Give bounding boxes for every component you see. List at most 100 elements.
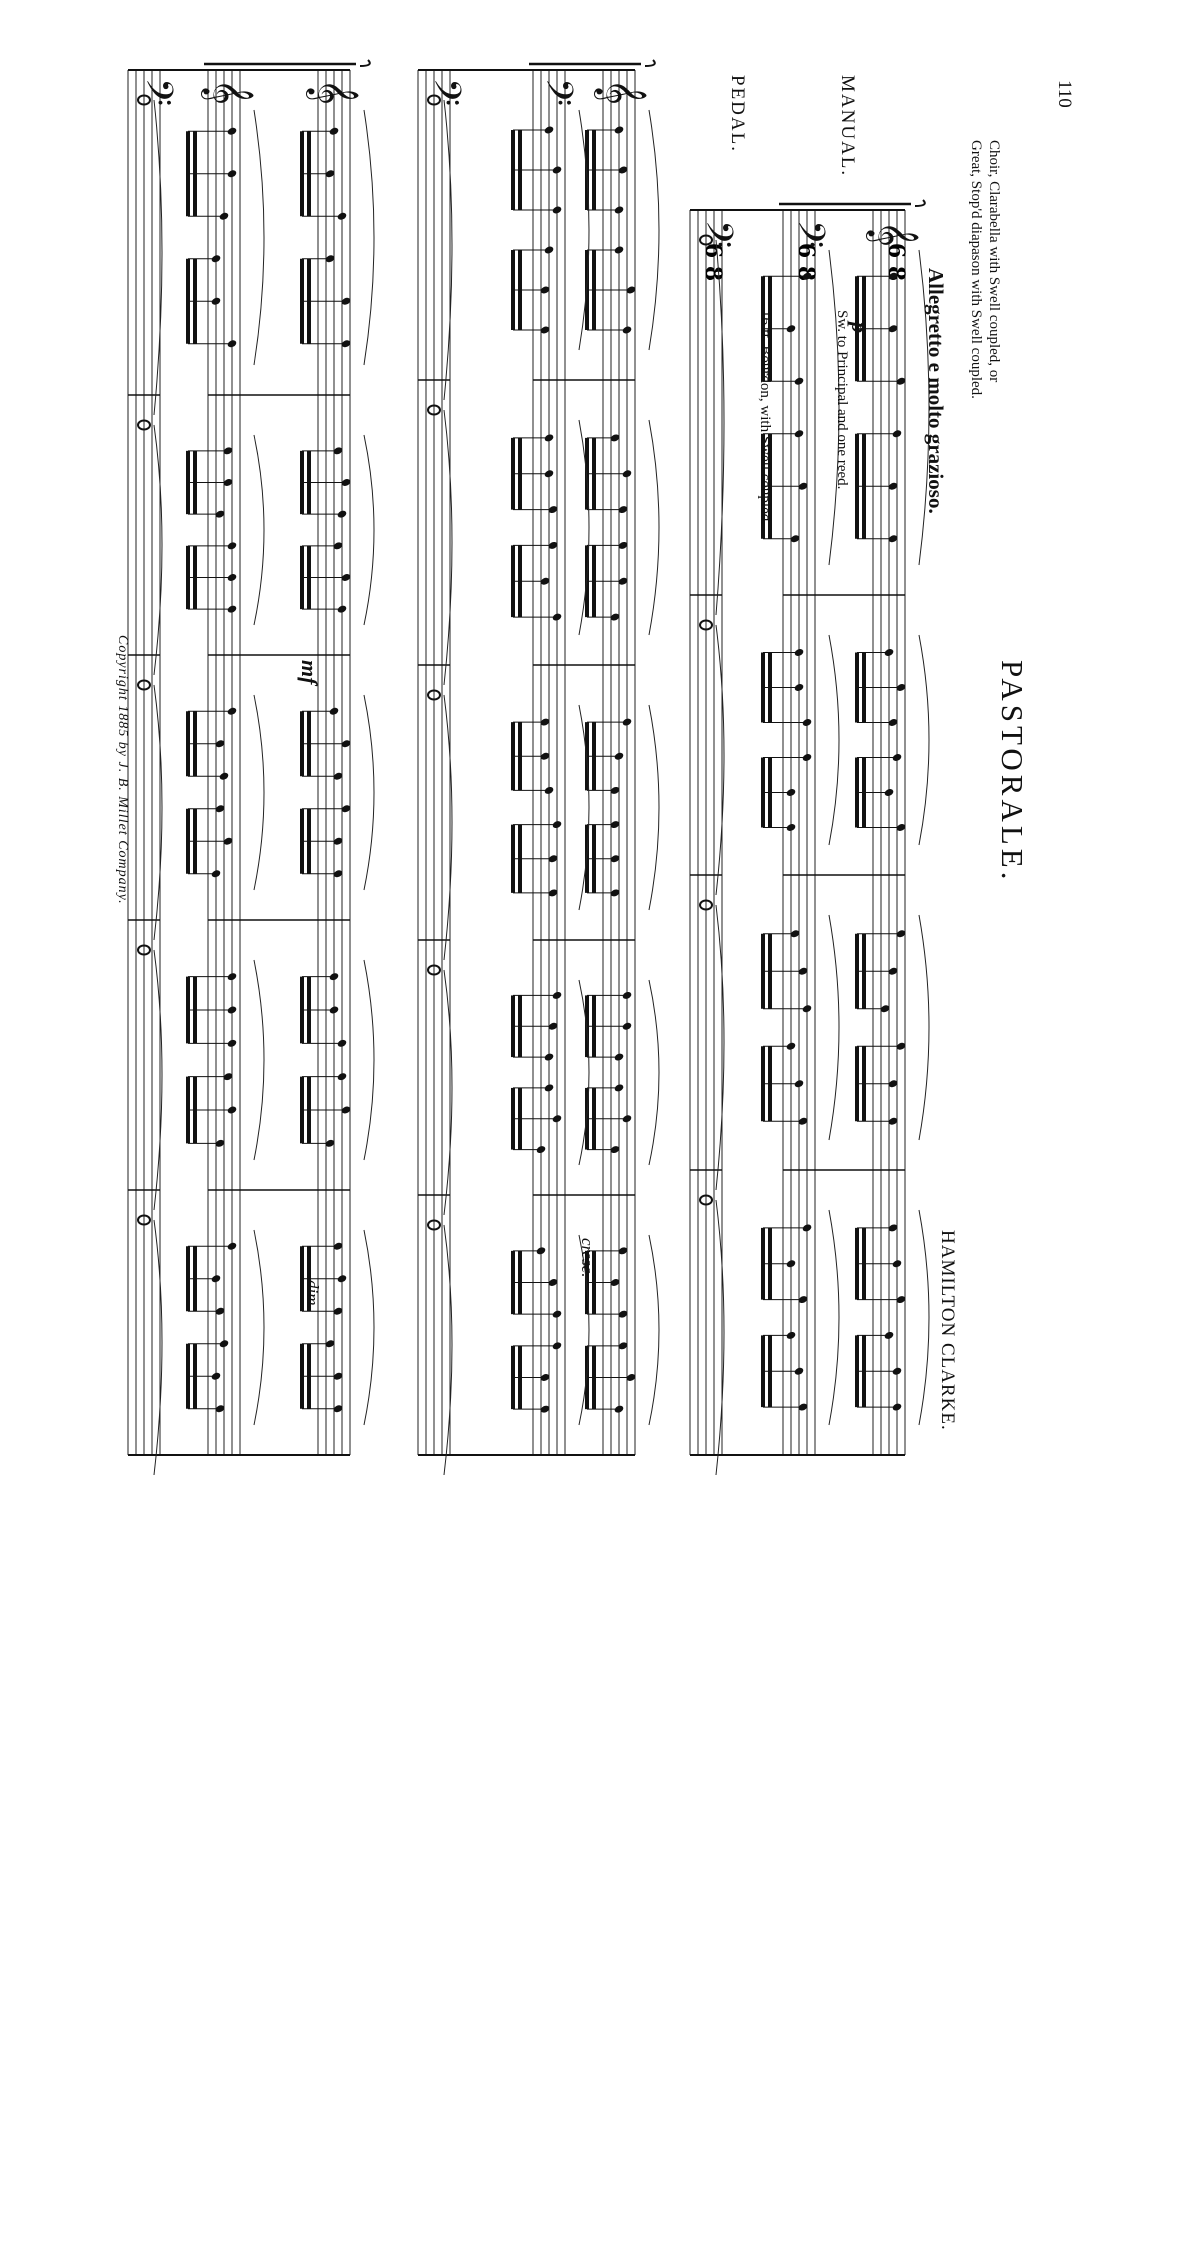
- note-head: [325, 170, 335, 178]
- note-head: [888, 1224, 898, 1232]
- note-head: [540, 1374, 550, 1381]
- tie: [443, 409, 453, 686]
- note-head: [618, 541, 628, 549]
- note-head: [223, 1073, 233, 1081]
- pedal-note: [427, 404, 441, 416]
- note-head: [227, 1039, 237, 1047]
- note-head: [610, 786, 620, 794]
- tempo-marking: Allegretto e molto grazioso.: [924, 268, 948, 514]
- note-head: [552, 206, 562, 214]
- note-head: [884, 789, 894, 796]
- time-signature: 6 8: [700, 243, 726, 281]
- note-head: [888, 325, 898, 333]
- pedal-direction: 16 ft. Bourdon, with Swell coupled.: [757, 310, 773, 525]
- note-head: [227, 1106, 237, 1114]
- note-head: [227, 1242, 237, 1250]
- tie: [153, 424, 163, 676]
- note-head: [333, 1372, 343, 1380]
- note-head: [614, 1084, 624, 1092]
- manual-label: MANUAL.: [837, 75, 858, 178]
- note-head: [540, 326, 550, 334]
- note-head: [536, 1146, 546, 1154]
- pedal-note: [427, 964, 441, 976]
- note-head: [786, 1331, 796, 1339]
- pedal-note: [137, 419, 151, 431]
- note-head: [219, 772, 229, 780]
- note-head: [341, 574, 351, 581]
- treble-clef-icon: 𝄞: [868, 220, 920, 248]
- note-head: [896, 930, 906, 938]
- slur: [253, 109, 265, 366]
- treble-clef-icon: 𝄞: [203, 78, 255, 106]
- note-head: [337, 510, 347, 518]
- tie: [715, 624, 725, 896]
- copyright-text: Copyright 1885 by J. B. Millet Company.: [115, 635, 130, 905]
- note-head: [544, 126, 554, 134]
- note-head: [614, 246, 624, 254]
- slur: [648, 704, 660, 911]
- note-head: [610, 613, 620, 621]
- pedal-note: [137, 1214, 151, 1226]
- slur: [648, 109, 660, 351]
- note-head: [786, 824, 796, 831]
- note-head: [329, 1006, 339, 1014]
- tie: [715, 904, 725, 1191]
- note-head: [622, 1022, 632, 1030]
- slur: [363, 434, 375, 626]
- note-head: [622, 718, 632, 726]
- tie: [153, 1219, 163, 1476]
- note-head: [786, 1042, 796, 1050]
- pedal-note: [137, 94, 151, 106]
- note-head: [896, 377, 906, 385]
- note-head: [888, 967, 898, 975]
- note-head: [622, 326, 632, 334]
- note-head: [622, 470, 632, 478]
- bass-clef-icon: 𝄢: [529, 77, 581, 107]
- note-head: [888, 719, 898, 726]
- note-head: [802, 1224, 812, 1232]
- note-head: [794, 377, 804, 385]
- note-head: [215, 1139, 225, 1147]
- note-head: [329, 127, 339, 135]
- note-head: [548, 506, 558, 514]
- note-head: [544, 470, 554, 478]
- slur: [918, 1209, 930, 1426]
- note-head: [552, 821, 562, 829]
- slur: [918, 634, 930, 846]
- slur: [363, 959, 375, 1161]
- note-head: [215, 510, 225, 518]
- slur: [363, 109, 375, 366]
- note-head: [884, 649, 894, 656]
- note-head: [618, 166, 628, 174]
- note-head: [888, 535, 898, 543]
- note-head: [618, 506, 628, 514]
- tie: [153, 684, 163, 941]
- note-head: [614, 126, 624, 134]
- note-head: [626, 1374, 636, 1381]
- note-head: [552, 1342, 562, 1350]
- note-head: [618, 1247, 628, 1255]
- note-head: [341, 479, 351, 486]
- slur: [918, 249, 930, 566]
- note-head: [892, 430, 902, 438]
- note-head: [337, 1073, 347, 1081]
- note-head: [786, 789, 796, 796]
- note-head: [548, 889, 558, 897]
- note-head: [333, 1242, 343, 1250]
- note-head: [219, 1340, 229, 1348]
- note-head: [614, 206, 624, 214]
- note-head: [548, 541, 558, 549]
- slur: [578, 979, 590, 1166]
- note-head: [610, 1146, 620, 1154]
- note-head: [892, 1260, 902, 1268]
- note-head: [798, 482, 808, 490]
- note-head: [614, 1053, 624, 1061]
- note-head: [896, 1296, 906, 1304]
- brace: [914, 199, 926, 207]
- note-head: [325, 1340, 335, 1348]
- note-head: [215, 1307, 225, 1315]
- registration-line-1: Choir, Clarabella with Swell coupled, or: [986, 140, 1002, 383]
- pedal-note: [137, 679, 151, 691]
- slur: [828, 1209, 840, 1426]
- note-head: [211, 1275, 221, 1283]
